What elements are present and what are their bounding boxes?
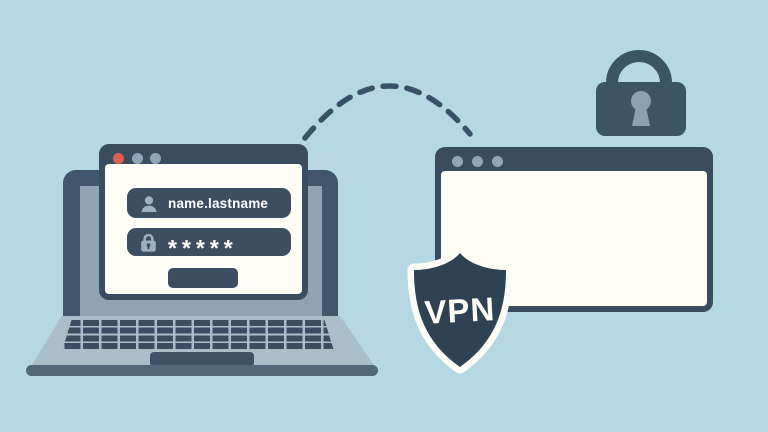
window-dot-gray-icon (131, 153, 143, 164)
shield-shape-icon (407, 246, 513, 374)
login-button (168, 268, 238, 288)
vpn-tunnel-dashed-arc-icon (302, 83, 473, 141)
vpn-label: VPN (424, 290, 497, 331)
user-icon (141, 195, 157, 212)
window-dot-gray-icon (492, 156, 503, 167)
login-browser-window: name.lastname ***** (99, 144, 308, 300)
window-dot-gray-icon (472, 156, 483, 167)
login-form: name.lastname ***** (105, 164, 302, 294)
laptop-keyboard-keys (62, 320, 334, 351)
laptop-base-edge (26, 365, 378, 376)
window-controls (452, 156, 503, 167)
username-field: name.lastname (127, 188, 291, 218)
lock-icon (141, 233, 156, 252)
window-dot-red-icon (113, 153, 124, 164)
laptop-trackpad (150, 352, 254, 367)
window-dot-gray-icon (150, 153, 161, 164)
remote-browser-window (435, 147, 713, 312)
password-field: ***** (127, 228, 291, 260)
vpn-shield-badge: VPN (407, 246, 513, 374)
padlock-icon (596, 50, 686, 136)
window-controls (113, 153, 161, 164)
username-value: name.lastname (168, 195, 269, 211)
window-dot-gray-icon (452, 156, 463, 167)
